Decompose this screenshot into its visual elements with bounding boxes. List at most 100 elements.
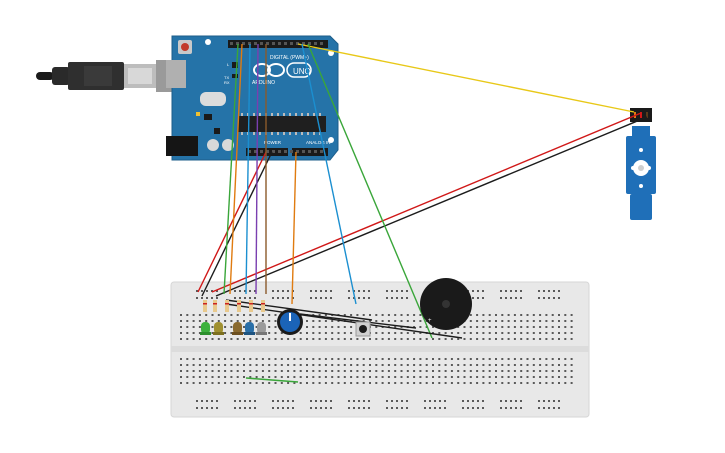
header-pin[interactable] [254,42,257,45]
breadboard-hole [387,382,390,384]
breadboard-hole [476,358,479,360]
breadboard-hole [369,370,371,372]
header-pin[interactable] [230,42,233,45]
breadboard-hole [450,370,453,372]
breadboard-hole [482,320,485,322]
header-pin[interactable] [266,150,269,153]
header-pin[interactable] [290,150,293,153]
header-pin[interactable] [320,42,323,45]
breadboard-hole [400,376,403,378]
header-pin[interactable] [302,150,305,153]
breadboard-hole [356,314,359,316]
header-pin[interactable] [248,150,251,153]
breadboard-hole [274,358,277,360]
breadboard-hole [406,400,408,402]
breadboard-hole [488,320,491,322]
breadboard-hole [406,358,409,360]
breadboard-hole [526,382,529,384]
header-pin[interactable] [278,42,281,45]
breadboard-hole [312,338,315,340]
breadboard-hole [476,382,479,384]
header-pin[interactable] [272,42,275,45]
breadboard-hole [495,320,497,322]
piezo-buzzer[interactable]: + [420,278,472,330]
resistors[interactable] [203,300,265,312]
arduino-board[interactable]: UNO ARDUINO DIGITAL (PWM~) TX RX L POWER… [166,35,339,161]
header-pin[interactable] [296,42,299,45]
header-pin[interactable] [308,42,311,45]
breadboard-hole [186,358,189,360]
breadboard-hole [192,358,195,360]
header-pin[interactable] [260,150,263,153]
header-pin[interactable] [272,150,275,153]
header-pin[interactable] [314,150,317,153]
servo-motor[interactable] [626,108,656,220]
breadboard-hole [482,376,485,378]
header-pin[interactable] [248,42,251,45]
header-pin[interactable] [266,42,269,45]
breadboard[interactable] [170,281,590,418]
header-pin[interactable] [236,42,239,45]
potentiometer[interactable] [277,309,303,335]
breadboard-hole [318,320,321,322]
breadboard-hole [419,370,422,372]
breadboard-hole [513,338,516,340]
breadboard-hole [343,332,346,334]
header-pin[interactable] [320,150,323,153]
leds[interactable] [200,322,267,335]
breadboard-hole [369,338,371,340]
breadboard-hole [243,376,245,378]
breadboard-hole [543,290,545,292]
breadboard-hole [558,382,560,384]
breadboard-hole [488,332,491,334]
breadboard-hole [543,400,545,402]
breadboard-hole [438,364,441,366]
header-pin[interactable] [278,150,281,153]
header-pin[interactable] [260,42,263,45]
breadboard-hole [495,358,497,360]
header-pin[interactable] [308,150,311,153]
pushbutton[interactable] [355,321,371,337]
breadboard-hole [419,314,422,316]
header-pin[interactable] [296,150,299,153]
breadboard-hole [274,338,277,340]
wire-green-led [223,43,239,295]
header-pin[interactable] [242,42,245,45]
breadboard-hole [413,364,416,366]
breadboard-hole [551,382,554,384]
breadboard-hole [217,314,220,316]
breadboard-hole [350,332,353,334]
breadboard-hole [505,407,507,409]
header-pin[interactable] [290,42,293,45]
breadboard-hole [249,376,252,378]
header-pin[interactable] [284,150,287,153]
breadboard-hole [545,370,548,372]
breadboard-hole [356,364,359,366]
header-pin[interactable] [254,150,257,153]
breadboard-hole [243,382,245,384]
breadboard-hole [375,370,378,372]
breadboard-hole [482,297,484,299]
breadboard-hole [476,326,479,328]
breadboard-hole [570,382,573,384]
breadboard-hole [236,364,239,366]
chip-leg [289,113,291,116]
breadboard-hole [501,332,504,334]
breadboard-hole [424,407,426,409]
breadboard-hole [425,338,428,340]
header-pin[interactable] [314,42,317,45]
breadboard-hole [363,407,365,409]
header-pin[interactable] [284,42,287,45]
breadboard-hole [450,364,453,366]
breadboard-hole [564,370,567,372]
breadboard-hole [287,358,290,360]
breadboard-hole [244,407,246,409]
microcontroller-chip [238,116,326,132]
breadboard-hole [268,370,271,372]
chip-leg [253,113,255,116]
header-pin[interactable] [302,42,305,45]
breadboard-hole [192,314,195,316]
breadboard-hole [330,290,332,292]
chip-leg [295,132,297,135]
